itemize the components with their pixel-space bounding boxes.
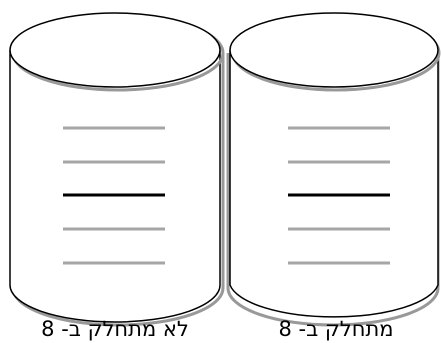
cylinder-left: לא מתחלק ב- 8 xyxy=(10,13,223,341)
cylinder-right-label: מתחלק ב- 8 xyxy=(278,317,393,341)
cylinder-left-label: לא מתחלק ב- 8 xyxy=(41,317,189,341)
cylinder-right-top xyxy=(230,13,438,87)
cylinder-left-top xyxy=(10,13,220,87)
cylinder-right: מתחלק ב- 8 xyxy=(228,13,439,341)
